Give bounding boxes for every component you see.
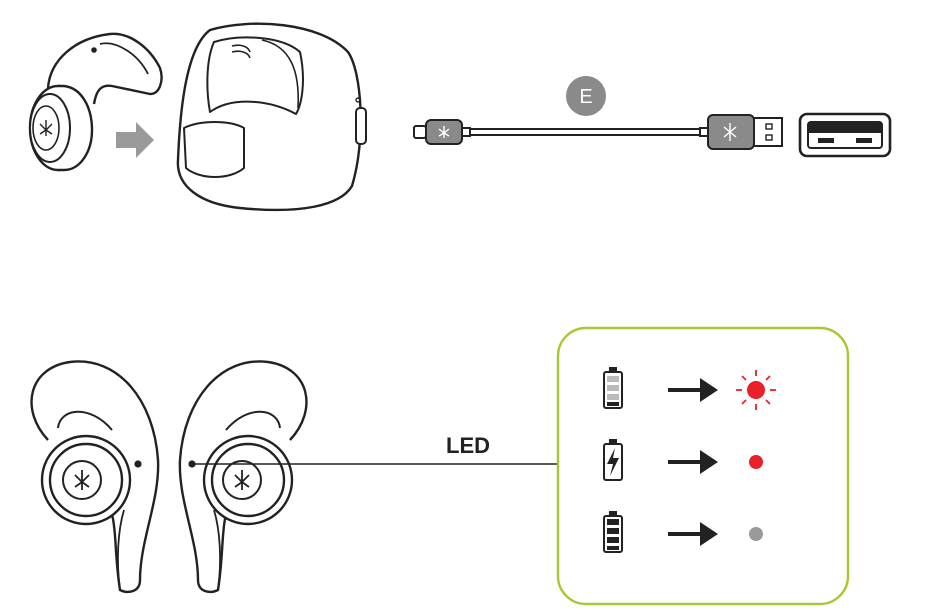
legend-row-charging (603, 439, 763, 481)
brand-logo-icon (234, 470, 250, 490)
battery-charging-icon (603, 439, 623, 481)
step-badge-label: E (579, 86, 592, 108)
right-arrow-icon (668, 378, 718, 402)
insert-arrow-icon (116, 122, 154, 158)
right-arrow-icon (668, 450, 718, 474)
brand-logo-icon (438, 126, 450, 138)
led-label: LED (446, 433, 490, 458)
legend-row-low-battery (603, 367, 776, 410)
brand-logo-icon (74, 470, 90, 490)
legend-row-full (603, 511, 763, 553)
battery-full-icon (603, 511, 623, 553)
led-flashing-red-icon (736, 370, 776, 410)
earbud-side-view (28, 32, 163, 172)
led-solid-red-icon (749, 455, 763, 469)
usb-a-connector (753, 117, 783, 147)
charging-case (176, 22, 367, 212)
usb-cable (413, 114, 783, 150)
earbud-right (178, 360, 308, 594)
brand-logo-icon (723, 123, 737, 141)
led-off-gray-icon (749, 527, 763, 541)
battery-low-icon (603, 367, 623, 409)
usb-port-icon (798, 112, 892, 158)
brand-logo-icon (39, 120, 53, 136)
step-badge: E (566, 76, 606, 116)
usb-c-connector (413, 125, 427, 139)
right-arrow-icon (668, 522, 718, 546)
earbud-left (30, 360, 160, 594)
